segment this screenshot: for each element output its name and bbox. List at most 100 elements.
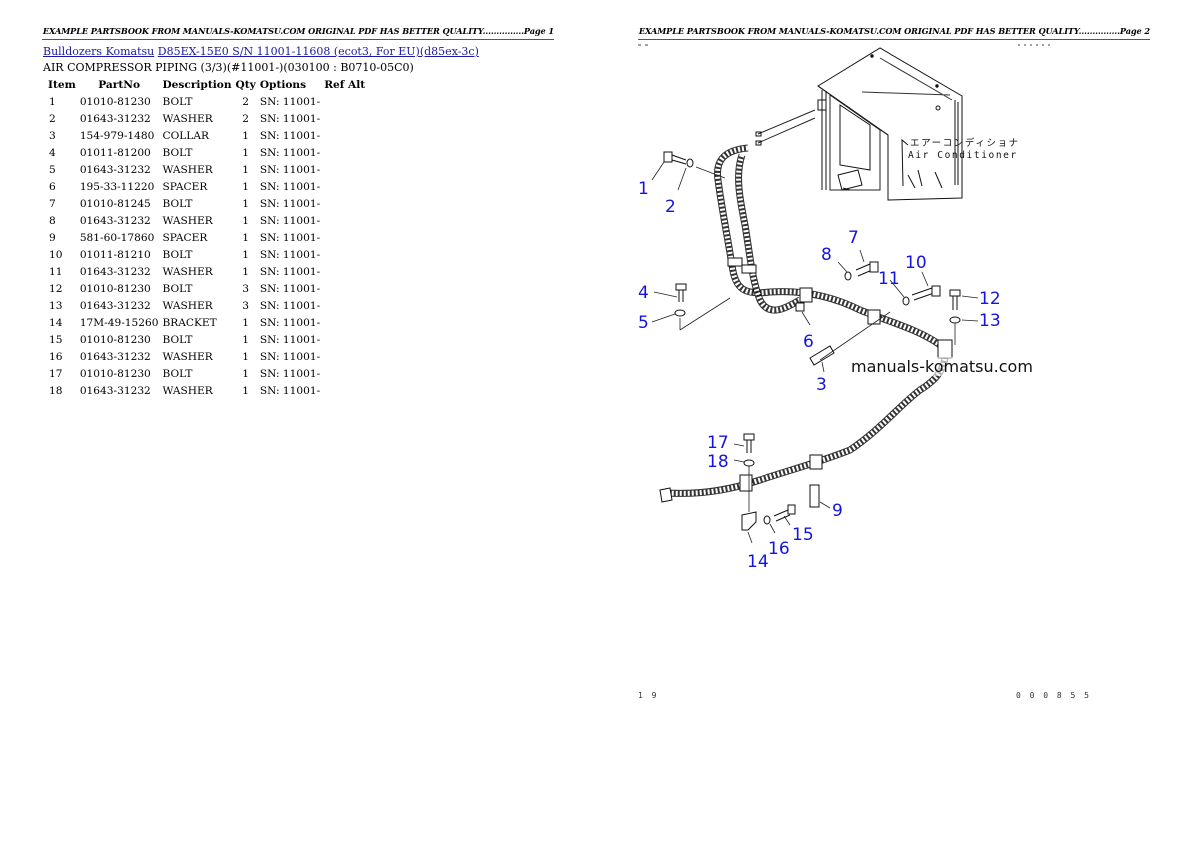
cell-item: 3 bbox=[49, 129, 56, 142]
cell-item: 8 bbox=[49, 214, 56, 227]
breadcrumb-category-link[interactable]: Bulldozers Komatsu bbox=[43, 45, 155, 58]
cell-qty: 1 bbox=[242, 180, 250, 193]
cell-description: WASHER bbox=[162, 214, 213, 227]
cell-qty: 1 bbox=[242, 384, 250, 397]
air-conditioner-label-jp: エアーコンディショナ bbox=[910, 138, 1020, 149]
cell-options: SN: 11001- bbox=[259, 146, 321, 159]
section-title: AIR COMPRESSOR PIPING (3/3)(#11001-)(030… bbox=[43, 61, 414, 74]
cell-options: SN: 11001- bbox=[259, 316, 321, 329]
cell-description: WASHER bbox=[162, 112, 213, 125]
cell-item: 6 bbox=[49, 180, 56, 193]
cell-options: SN: 11001- bbox=[259, 265, 321, 278]
callout-10[interactable]: 10 bbox=[905, 253, 927, 273]
cell-qty: 1 bbox=[242, 214, 250, 227]
cell-item: 15 bbox=[49, 333, 63, 346]
cell-ref-alt bbox=[324, 178, 369, 195]
breadcrumb: Bulldozers Komatsu D85EX-15E0 S/N 11001-… bbox=[43, 45, 479, 58]
cell-ref-alt bbox=[324, 229, 369, 246]
cell-options: SN: 11001- bbox=[259, 95, 321, 108]
cell-partno: 581-60-17860 bbox=[79, 231, 155, 244]
callout-13[interactable]: 13 bbox=[979, 311, 1001, 331]
callout-5[interactable]: 5 bbox=[638, 313, 649, 333]
cell-ref-alt bbox=[324, 144, 369, 161]
cell-ref-alt bbox=[324, 365, 369, 382]
cell-qty: 2 bbox=[242, 95, 250, 108]
callout-17[interactable]: 17 bbox=[707, 433, 729, 453]
cell-options: SN: 11001- bbox=[259, 214, 321, 227]
cell-ref-alt bbox=[324, 110, 369, 127]
cell-item: 9 bbox=[49, 231, 56, 244]
cell-partno: 01643-31232 bbox=[79, 214, 151, 227]
callout-14[interactable]: 14 bbox=[747, 552, 769, 572]
breadcrumb-model-link[interactable]: D85EX-15E0 S/N 11001-11608 (ecot3, For E… bbox=[157, 45, 479, 58]
cell-description: SPACER bbox=[162, 180, 208, 193]
cell-qty: 1 bbox=[242, 316, 250, 329]
callout-6[interactable]: 6 bbox=[803, 332, 814, 352]
cell-qty: 1 bbox=[242, 129, 250, 142]
cell-options: SN: 11001- bbox=[259, 299, 321, 312]
cell-options: SN: 11001- bbox=[259, 282, 321, 295]
cell-description: WASHER bbox=[162, 163, 213, 176]
callout-16[interactable]: 16 bbox=[768, 539, 790, 559]
cell-qty: 3 bbox=[242, 299, 250, 312]
cell-ref-alt bbox=[324, 93, 369, 110]
cell-partno: 154-979-1480 bbox=[79, 129, 155, 142]
callout-11[interactable]: 11 bbox=[878, 269, 900, 289]
cell-item: 11 bbox=[49, 265, 63, 278]
callout-7[interactable]: 7 bbox=[848, 228, 859, 248]
cell-description: BOLT bbox=[162, 197, 193, 210]
cell-qty: 1 bbox=[242, 231, 250, 244]
callout-2[interactable]: 2 bbox=[665, 197, 676, 217]
callout-4[interactable]: 4 bbox=[638, 283, 649, 303]
cell-qty: 1 bbox=[242, 146, 250, 159]
cell-description: BOLT bbox=[162, 333, 193, 346]
cell-options: SN: 11001- bbox=[259, 367, 321, 380]
cell-qty: 3 bbox=[242, 282, 250, 295]
diagram-footer-right: 0 0 0 8 5 5 bbox=[1016, 691, 1091, 700]
cell-partno: 01643-31232 bbox=[79, 265, 151, 278]
cell-ref-alt bbox=[324, 263, 369, 280]
callout-15[interactable]: 15 bbox=[792, 525, 814, 545]
callout-1[interactable]: 1 bbox=[638, 179, 649, 199]
col-item: Item bbox=[48, 79, 76, 91]
callout-12[interactable]: 12 bbox=[979, 289, 1001, 309]
cell-partno: 01010-81230 bbox=[79, 367, 151, 380]
cell-item: 17 bbox=[49, 367, 63, 380]
col-description: Description bbox=[162, 79, 232, 91]
col-qty: Qty bbox=[235, 79, 256, 91]
diagram-footer-left: 1 9 bbox=[638, 691, 659, 700]
cell-item: 2 bbox=[49, 112, 56, 125]
cell-qty: 1 bbox=[242, 333, 250, 346]
cell-item: 12 bbox=[49, 282, 63, 295]
callout-9[interactable]: 9 bbox=[832, 501, 843, 521]
cell-ref-alt bbox=[324, 382, 369, 399]
callout-18[interactable]: 18 bbox=[707, 452, 729, 472]
cell-partno: 01643-31232 bbox=[79, 163, 151, 176]
parts-table-header: Item PartNo Description Qty Options Ref … bbox=[45, 77, 369, 93]
cell-description: BOLT bbox=[162, 146, 193, 159]
table-row: 8 01643-31232 WASHER 1 SN: 11001- bbox=[45, 212, 369, 229]
exploded-view-drawing bbox=[638, 44, 1050, 544]
cell-ref-alt bbox=[324, 297, 369, 314]
cell-partno: 01011-81210 bbox=[79, 248, 151, 261]
cell-partno: 01010-81230 bbox=[79, 95, 151, 108]
cell-options: SN: 11001- bbox=[259, 197, 321, 210]
callout-3[interactable]: 3 bbox=[816, 375, 827, 395]
cell-qty: 1 bbox=[242, 197, 250, 210]
cell-qty: 1 bbox=[242, 265, 250, 278]
cell-options: SN: 11001- bbox=[259, 231, 321, 244]
cell-ref-alt bbox=[324, 348, 369, 365]
cell-options: SN: 11001- bbox=[259, 350, 321, 363]
col-ref-alt: Ref Alt bbox=[324, 79, 366, 91]
cell-description: BOLT bbox=[162, 248, 193, 261]
cell-partno: 195-33-11220 bbox=[79, 180, 155, 193]
cell-partno: 01643-31232 bbox=[79, 299, 151, 312]
callout-8[interactable]: 8 bbox=[821, 245, 832, 265]
